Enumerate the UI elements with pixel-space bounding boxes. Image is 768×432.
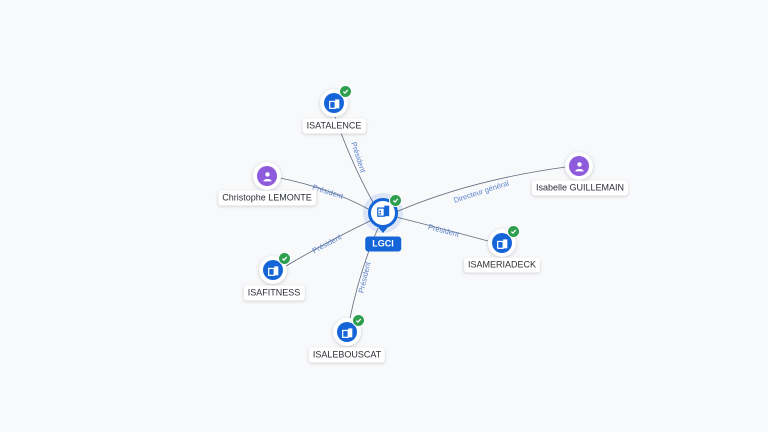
edge-isabelle-guillemain-label: Directeur général bbox=[452, 178, 510, 204]
person-icon bbox=[574, 161, 585, 172]
node-label-isafitness[interactable]: ISAFITNESS bbox=[243, 285, 305, 301]
verified-check-icon bbox=[278, 252, 291, 265]
edge-christophe-lemonte-label: Président bbox=[311, 182, 345, 201]
edge-isalebouscat bbox=[349, 227, 379, 319]
node-label-isabelle-guillemain[interactable]: Isabelle GUILLEMAIN bbox=[531, 180, 629, 196]
verified-check-icon bbox=[339, 85, 352, 98]
node-label-isatalence[interactable]: ISATALENCE bbox=[302, 118, 366, 134]
building-icon bbox=[376, 204, 390, 222]
building-icon bbox=[496, 238, 508, 249]
node-christophe-lemonte[interactable] bbox=[253, 162, 281, 190]
edge-christophe-lemonte bbox=[279, 177, 371, 211]
center-company-label[interactable]: LGCI bbox=[365, 236, 401, 252]
building-icon bbox=[267, 265, 279, 276]
node-isatalence[interactable] bbox=[320, 85, 352, 117]
edge-isameriadeck bbox=[395, 216, 489, 242]
node-label-isalebouscat[interactable]: ISALEBOUSCAT bbox=[308, 347, 386, 363]
building-icon bbox=[328, 98, 340, 109]
node-isalebouscat[interactable] bbox=[333, 314, 365, 346]
edge-isabelle-guillemain bbox=[395, 166, 567, 213]
edge-isameriadeck-label: Président bbox=[427, 222, 461, 239]
building-icon bbox=[341, 327, 353, 338]
edge-isafitness bbox=[285, 219, 373, 267]
node-isabelle-guillemain[interactable] bbox=[565, 152, 593, 180]
node-label-isameriadeck[interactable]: ISAMERIADECK bbox=[463, 257, 541, 273]
verified-check-icon bbox=[389, 194, 402, 207]
center-company-node[interactable] bbox=[363, 193, 403, 233]
verified-check-icon bbox=[352, 314, 365, 327]
edge-isatalence-label: Président bbox=[349, 141, 368, 175]
verified-check-icon bbox=[507, 225, 520, 238]
node-isameriadeck[interactable] bbox=[488, 225, 520, 257]
node-label-christophe-lemonte[interactable]: Christophe LEMONTE bbox=[218, 190, 316, 206]
node-isafitness[interactable] bbox=[259, 252, 291, 284]
edge-isafitness-label: Président bbox=[311, 232, 344, 255]
edge-isalebouscat-label: Président bbox=[357, 260, 373, 294]
person-icon bbox=[262, 171, 273, 182]
